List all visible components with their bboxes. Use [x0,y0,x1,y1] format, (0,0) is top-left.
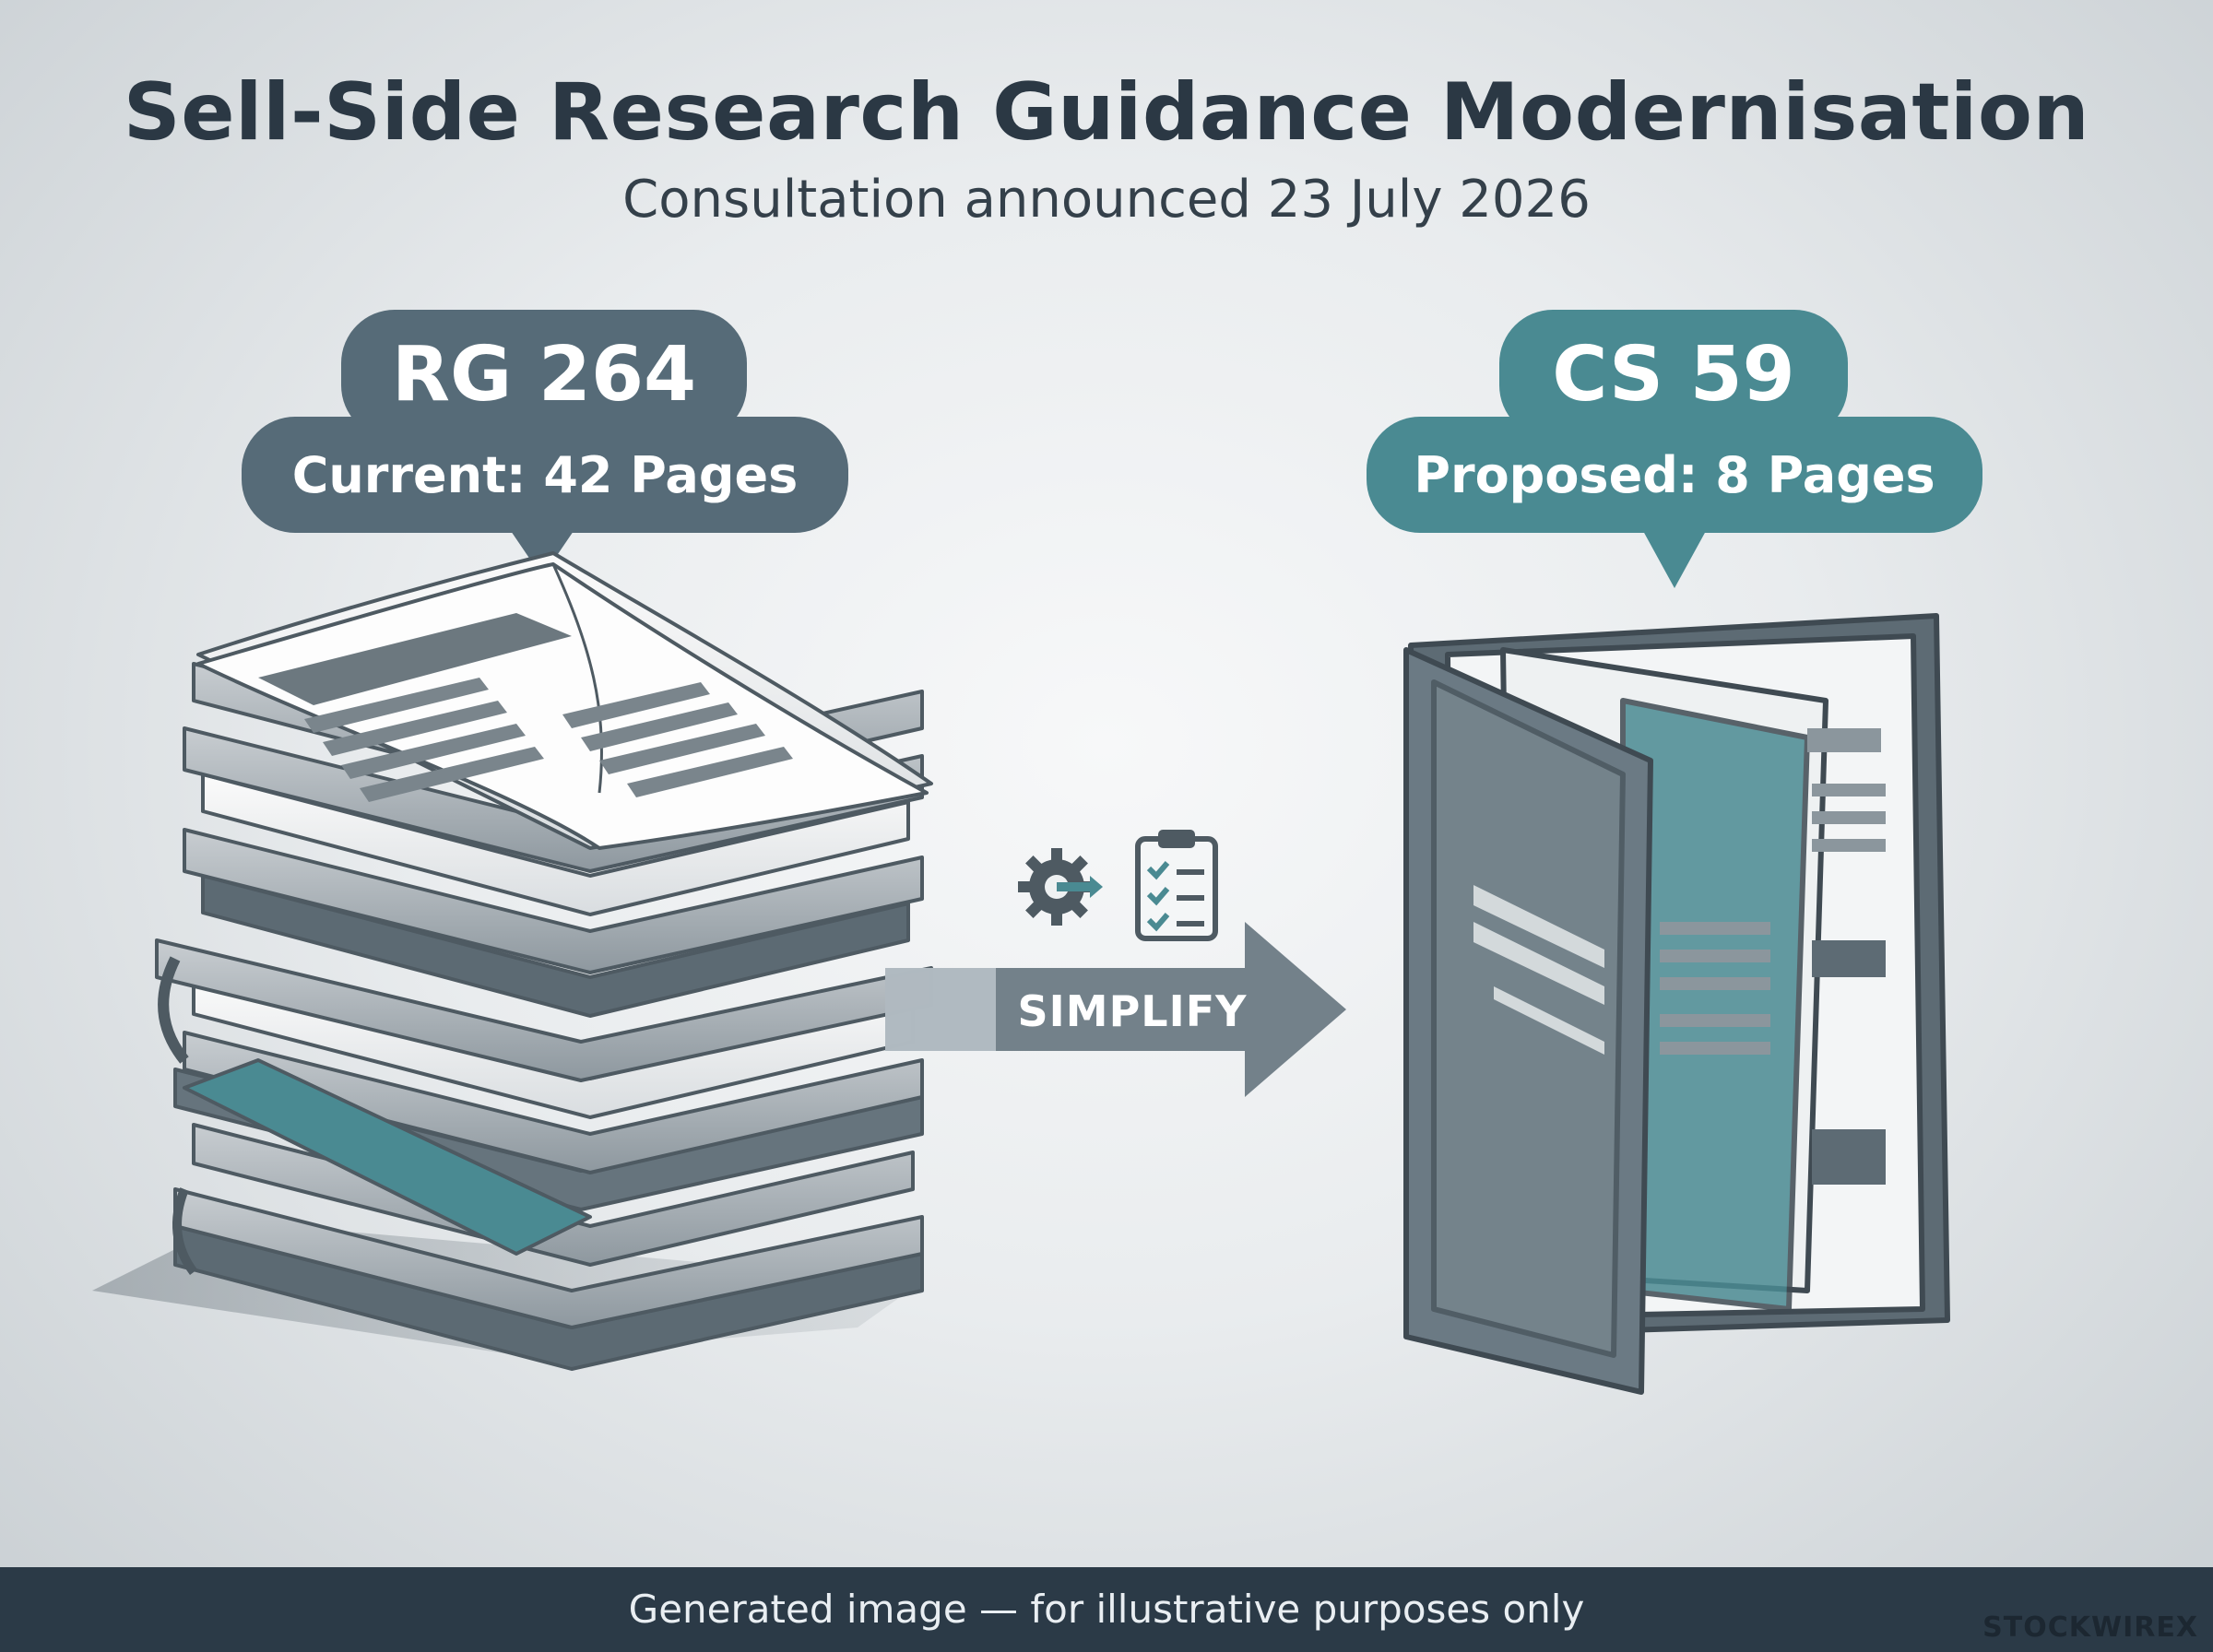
footer-disclaimer: Generated image — for illustrative purpo… [628,1587,1585,1632]
gear-icon [1018,848,1103,926]
proposed-pages-pill: Proposed: 8 Pages [1367,417,1982,533]
proposed-code: CS 59 [1552,330,1795,419]
proposed-callout-pointer [1643,531,1706,588]
simplify-arrow-label: SIMPLIFY [1017,986,1248,1036]
current-pages-pill: Current: 42 Pages [242,417,848,533]
stockwirex-watermark: STOCKWIREX [1982,1611,2198,1644]
clipboard-checklist-icon [1135,830,1218,941]
simplify-arrow-shape [885,922,1346,1097]
proposed-pages-label: Proposed: 8 Pages [1414,445,1935,504]
page-title: Sell-Side Research Guidance Modernisatio… [123,66,2090,159]
current-pages-label: Current: 42 Pages [291,445,799,504]
current-code: RG 264 [391,330,697,419]
footer-bar: Generated image — for illustrative purpo… [0,1567,2213,1652]
page-subtitle: Consultation announced 23 July 2026 [622,170,1591,230]
